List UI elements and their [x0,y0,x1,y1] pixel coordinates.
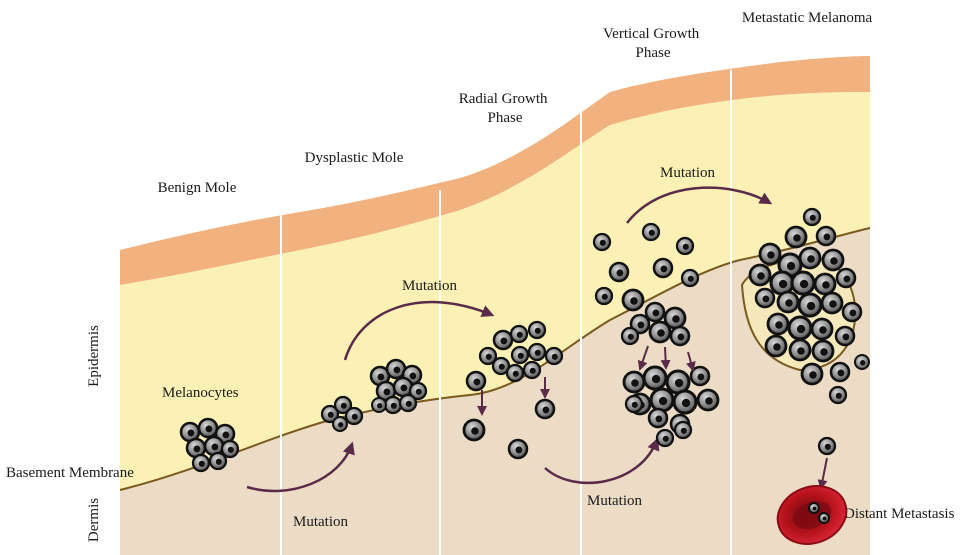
melanoma-cell [674,391,696,413]
melanoma-cell [809,503,819,513]
melanoma-cell [657,430,673,446]
melanoma-cell [529,322,545,338]
mutation-label-4: Mutation [660,165,715,181]
melanoma-cell [822,293,842,313]
melanoma-cell [651,389,673,411]
melanoma-cell [804,209,820,225]
melanoma-cell [649,409,667,427]
dermis-label: Dermis [86,498,102,542]
stage-title-dysplastic: Dysplastic Mole [305,150,404,166]
melanoma-cell [512,347,528,363]
melanoma-cell [610,263,628,281]
melanoma-cell [333,417,347,431]
melanoma-cell [623,290,643,310]
mutation-label-2: Mutation [402,278,457,294]
melanoma-cell [622,328,638,344]
melanoma-cell [815,274,835,294]
melanoma-cell [802,364,822,384]
melanoma-cell [646,303,664,321]
melanoma-cell [524,362,540,378]
melanoma-cell [654,259,672,277]
melanoma-cell [193,455,209,471]
melanoma-cell [467,372,485,390]
stage-title-benign: Benign Mole [158,180,237,196]
melanoma-cell [750,265,770,285]
melanoma-cell [624,372,644,392]
melanoma-cell [800,248,820,268]
melanoma-cell [786,227,806,247]
melanoma-cell [546,348,562,364]
mutation-label-1: Mutation [293,514,348,530]
melanoma-cell [819,438,835,454]
stage-title-radial: Radial Growth Phase [459,91,551,126]
melanoma-cell [675,422,691,438]
melanocytes-label: Melanocytes [162,385,239,401]
melanoma-cell [682,270,698,286]
melanoma-cell [536,400,554,418]
stage-title-metastatic: Metastatic Melanoma [742,10,873,26]
melanoma-cell [626,396,642,412]
melanoma-cell [855,355,869,369]
mutation-label-3: Mutation [587,493,642,509]
melanoma-cell [644,367,666,389]
melanoma-cell [843,303,861,321]
melanoma-cell [400,395,416,411]
melanoma-cell [792,272,814,294]
melanoma-cell [677,238,693,254]
melanoma-cell [643,224,659,240]
melanoma-cell [511,326,527,342]
melanoma-cell [837,269,855,287]
melanoma-cell [594,234,610,250]
melanoma-cell [346,408,362,424]
melanoma-cell [760,244,780,264]
melanoma-cell [372,398,386,412]
melanoma-cell [768,314,788,334]
basement-membrane-label: Basement Membrane [6,465,134,481]
distant-metastasis-label: Distant Metastasis [844,506,955,522]
melanoma-cell [778,292,798,312]
melanoma-cell [529,344,545,360]
melanoma-cell [210,453,226,469]
melanoma-cell [799,294,821,316]
melanoma-cell [650,322,670,342]
melanoma-cell [698,390,718,410]
melanoma-cell [789,317,811,339]
stage-title-vertical: Vertical Growth Phase [603,26,703,61]
melanoma-cell [819,513,829,523]
melanoma-cell [671,327,689,345]
melanoma-cell [509,440,527,458]
melanoma-cell [507,365,523,381]
melanoma-cell [817,227,835,245]
melanoma-cell [756,289,774,307]
melanoma-cell [790,340,810,360]
melanoma-cell [771,272,793,294]
melanoma-cell [199,419,217,437]
migration-arrow [665,347,666,368]
melanoma-cell [596,288,612,304]
melanoma-cell [823,250,843,270]
melanoma-cell [812,319,832,339]
melanoma-cell [836,327,854,345]
melanoma-cell [830,387,846,403]
melanoma-cell [831,363,849,381]
melanoma-cell [813,341,833,361]
melanoma-cell [385,397,401,413]
melanoma-cell [766,336,786,356]
epidermis-label: Epidermis [86,325,102,387]
melanoma-cell [494,331,512,349]
melanoma-cell [464,420,484,440]
